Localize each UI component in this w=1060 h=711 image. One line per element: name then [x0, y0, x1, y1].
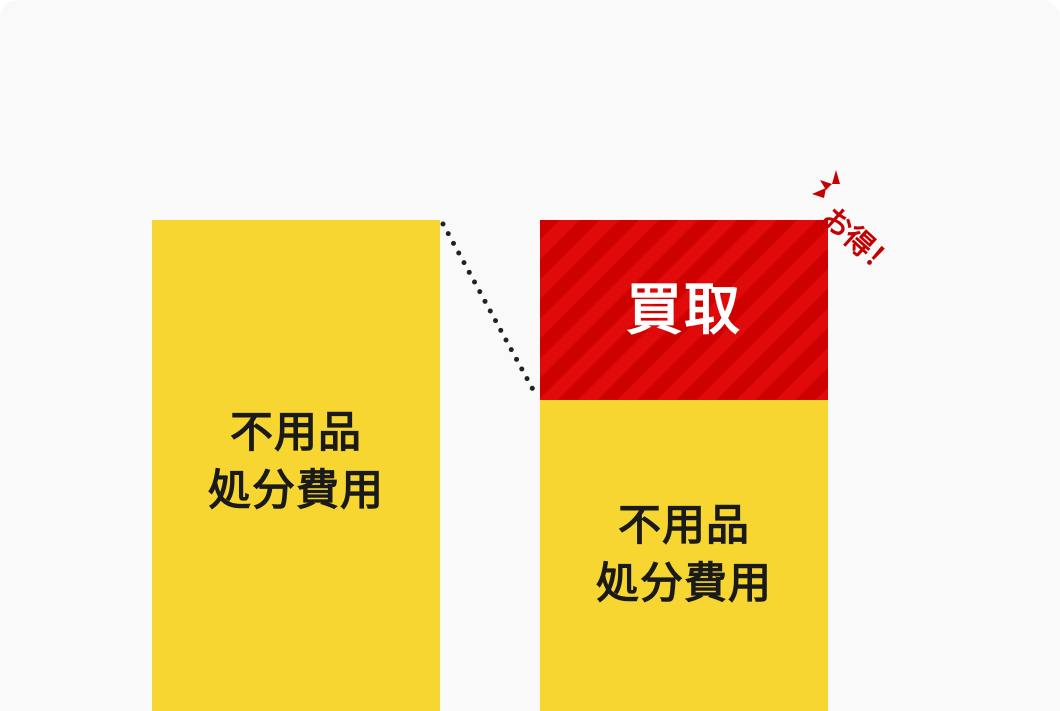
buyback-label: 買取	[626, 278, 742, 343]
right-bar-buyback-segment: 買取	[540, 220, 828, 400]
left-bar-disposal-cost: 不用品 処分費用	[152, 220, 440, 711]
right-bar-label-line1: 不用品	[618, 501, 750, 551]
right-bar-label: 不用品 処分費用	[540, 497, 828, 613]
savings-badge: お得！	[815, 200, 903, 284]
left-bar-label-line2: 処分費用	[208, 466, 384, 516]
emphasis-burst-icon	[812, 170, 840, 198]
left-bar-label-line1: 不用品	[230, 408, 362, 458]
right-bar-disposal-cost: 不用品 処分費用	[540, 400, 828, 711]
left-bar-label: 不用品 処分費用	[152, 404, 440, 520]
right-bar-label-line2: 処分費用	[596, 559, 772, 609]
